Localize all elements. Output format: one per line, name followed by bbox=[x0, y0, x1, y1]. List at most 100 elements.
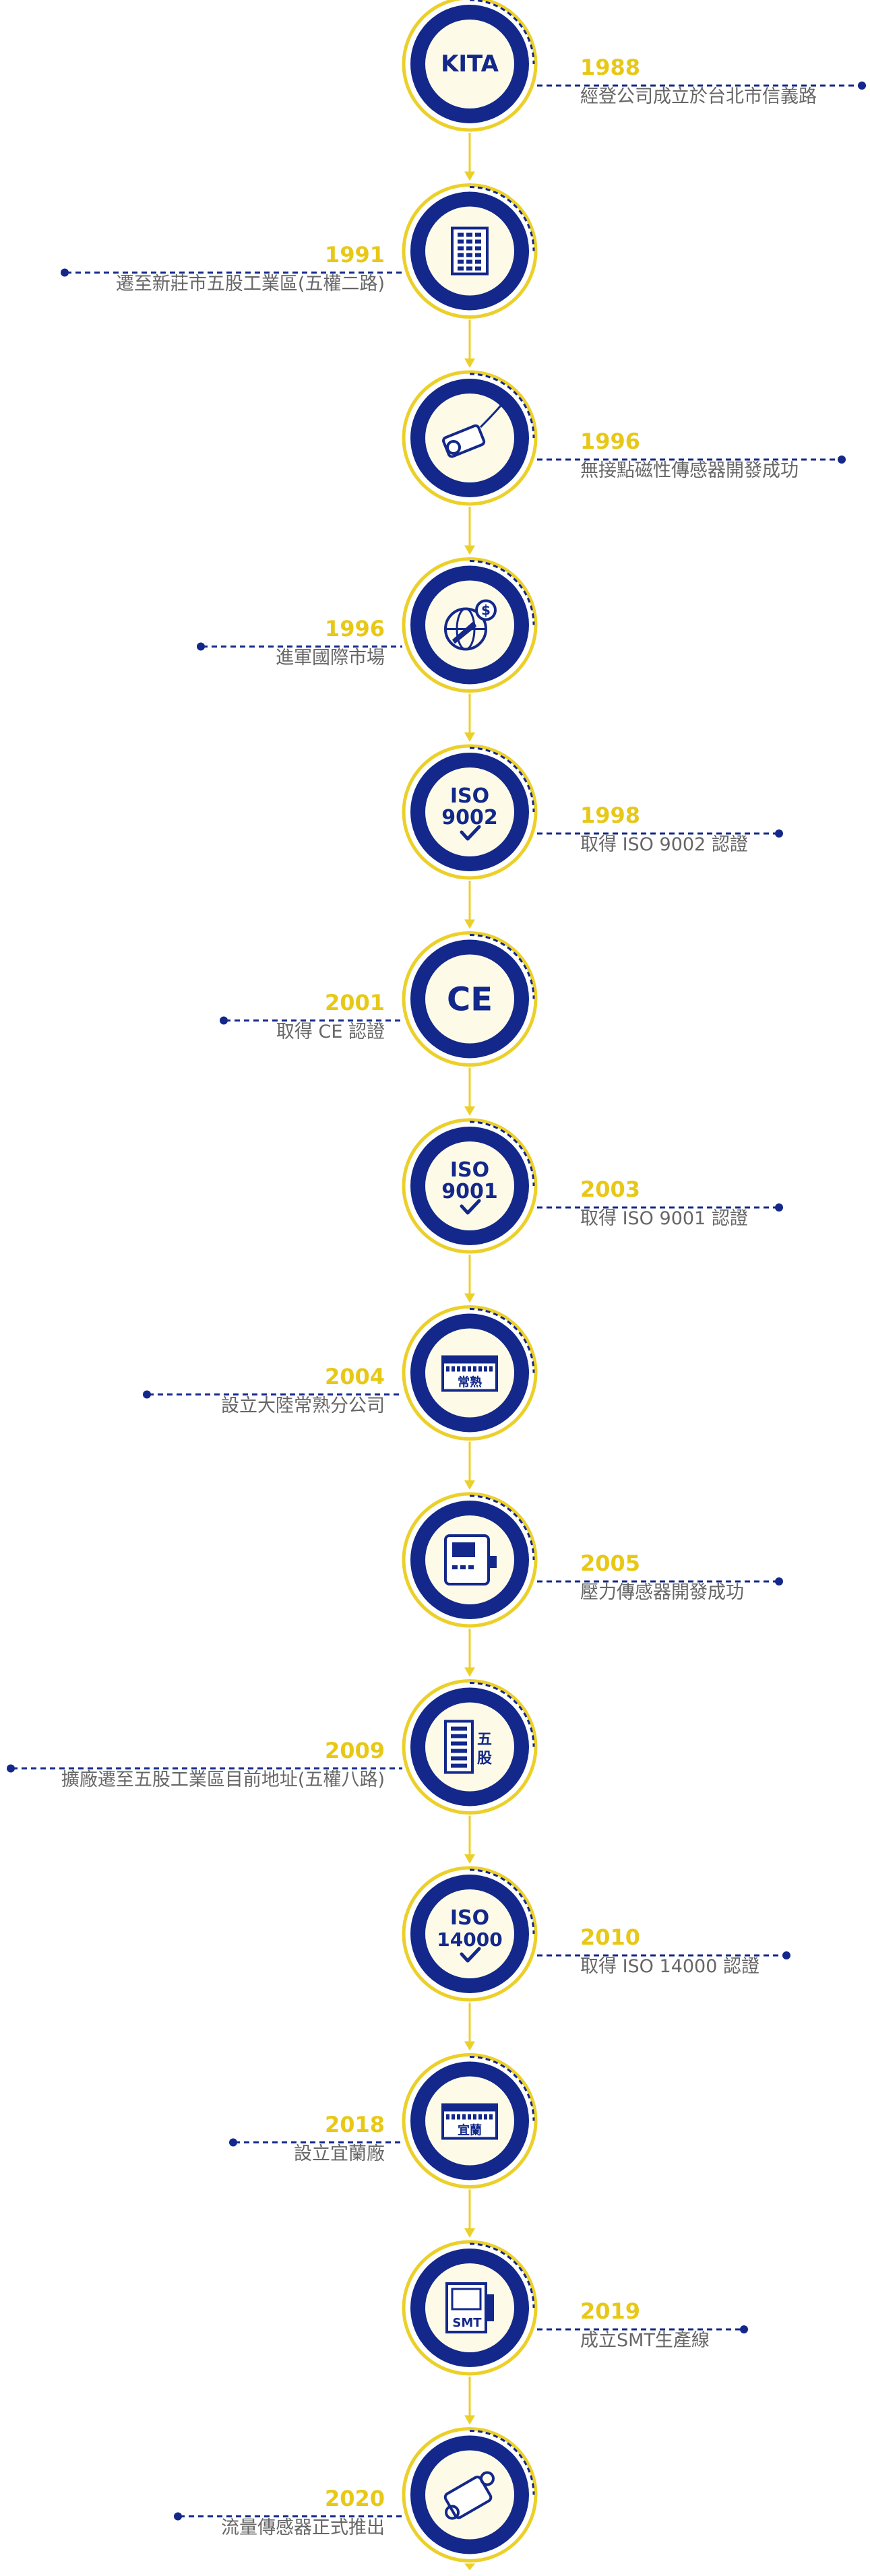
milestone-description: 進軍國際市場 bbox=[276, 647, 385, 668]
dashed-arc bbox=[469, 934, 535, 999]
dashed-arc bbox=[469, 1121, 535, 1187]
proximity-sensor-icon bbox=[442, 396, 510, 458]
dollar-sign: $ bbox=[481, 602, 491, 619]
factory-window bbox=[489, 1366, 493, 1372]
milestone-year: 1991 bbox=[324, 241, 385, 268]
milestone-year: 1998 bbox=[580, 803, 641, 828]
factory-window bbox=[457, 2114, 460, 2120]
milestone-description: 取得 ISO 9002 認證 bbox=[580, 834, 748, 855]
machine-body bbox=[445, 2282, 487, 2333]
ce-mark-icon: CE bbox=[447, 981, 493, 1019]
milestone-description: 取得 ISO 9001 認證 bbox=[580, 1208, 748, 1229]
milestone-description: 壓力傳感器開發成功 bbox=[580, 1582, 744, 1603]
outer-ring bbox=[402, 1492, 538, 1628]
pressure-sensor-icon bbox=[444, 1534, 497, 1585]
leader-dot bbox=[143, 1390, 151, 1399]
connector-arrow bbox=[464, 2415, 475, 2425]
building-window bbox=[458, 259, 464, 264]
building-window bbox=[475, 239, 481, 244]
milestone-description: 取得 ISO 14000 認證 bbox=[580, 1956, 759, 1977]
milestone-year: 1996 bbox=[324, 615, 385, 641]
dashed-arc bbox=[469, 186, 535, 251]
machine-label: SMT bbox=[452, 2316, 482, 2330]
yilan-factory-icon: 宜蘭 bbox=[441, 2103, 498, 2140]
iso-label: ISO bbox=[450, 1158, 489, 1182]
leader-dot bbox=[858, 82, 866, 90]
leader-dot bbox=[775, 1203, 783, 1212]
milestone-8 bbox=[402, 1492, 783, 1628]
airplane bbox=[452, 621, 476, 644]
outer-ring bbox=[402, 1866, 538, 2002]
check-mark bbox=[460, 1947, 481, 1963]
milestone-year: 1988 bbox=[580, 55, 641, 80]
sensor-port bbox=[489, 1556, 497, 1568]
factory-window bbox=[473, 1366, 476, 1372]
iso-number: 9002 bbox=[441, 806, 498, 829]
leader-dot bbox=[61, 268, 69, 277]
outer-ring bbox=[402, 2427, 538, 2563]
building-window bbox=[466, 239, 472, 244]
flow-outlet bbox=[480, 2471, 495, 2486]
building-label-top: 五 bbox=[477, 1732, 492, 1749]
leader-dot bbox=[838, 455, 846, 464]
tower-window bbox=[451, 1741, 467, 1746]
factory-label: 常熟 bbox=[458, 1375, 482, 1390]
leader-dot bbox=[197, 642, 205, 651]
outer-ring bbox=[402, 2053, 538, 2189]
milestone-description: 成立SMT生產線 bbox=[580, 2330, 710, 2351]
milestone-1 bbox=[61, 183, 538, 319]
smt-machine-icon: SMT bbox=[445, 2282, 494, 2333]
logo-text: KITA bbox=[441, 51, 499, 77]
factory-window bbox=[452, 1366, 455, 1372]
milestone-description: 取得 CE 認證 bbox=[276, 1021, 385, 1042]
factory-window bbox=[457, 1366, 460, 1372]
dashed-arc bbox=[469, 0, 535, 65]
sensor-button bbox=[452, 1565, 458, 1569]
milestone-9: 五股 bbox=[7, 1679, 538, 1815]
icon-disc bbox=[425, 20, 514, 108]
dashed-arc bbox=[469, 373, 535, 439]
leader-dot bbox=[229, 2138, 237, 2147]
wugu-building-icon: 五股 bbox=[444, 1720, 492, 1774]
milestone-description: 擴廠遷至五股工業區目前地址(五權八路) bbox=[61, 1769, 385, 1790]
outer-ring bbox=[402, 1679, 538, 1815]
iso-label: ISO bbox=[450, 1906, 489, 1930]
building-window bbox=[466, 253, 472, 257]
leader-dot bbox=[7, 1764, 15, 1773]
ce-text: CE bbox=[447, 981, 493, 1019]
building-window bbox=[458, 239, 464, 244]
outer-ring bbox=[402, 183, 538, 319]
milestone-2 bbox=[402, 370, 846, 506]
sensor-cable bbox=[479, 396, 510, 429]
factory-window bbox=[478, 2114, 482, 2120]
factory-window bbox=[446, 2114, 449, 2120]
milestone-description: 設立大陸常熟分公司 bbox=[221, 1395, 385, 1416]
tower-window bbox=[451, 1763, 467, 1768]
office-building-icon bbox=[451, 226, 489, 276]
factory-window bbox=[462, 2114, 466, 2120]
iso-number: 9001 bbox=[441, 1180, 498, 1203]
outer-ring bbox=[402, 931, 538, 1067]
dashed-arc bbox=[469, 560, 535, 625]
building-label-bottom: 股 bbox=[477, 1751, 492, 1767]
building-window bbox=[466, 266, 472, 271]
outer-ring bbox=[402, 1305, 538, 1441]
iso-label: ISO bbox=[450, 784, 489, 808]
milestone-description: 無接點磁性傳感器開發成功 bbox=[580, 460, 799, 481]
dashed-arc bbox=[469, 1682, 535, 1747]
tower-window bbox=[451, 1726, 467, 1731]
sensor-display bbox=[452, 1542, 475, 1557]
dashed-arc bbox=[469, 2056, 535, 2121]
milestone-description: 流量傳感器正式推出 bbox=[221, 2517, 385, 2538]
